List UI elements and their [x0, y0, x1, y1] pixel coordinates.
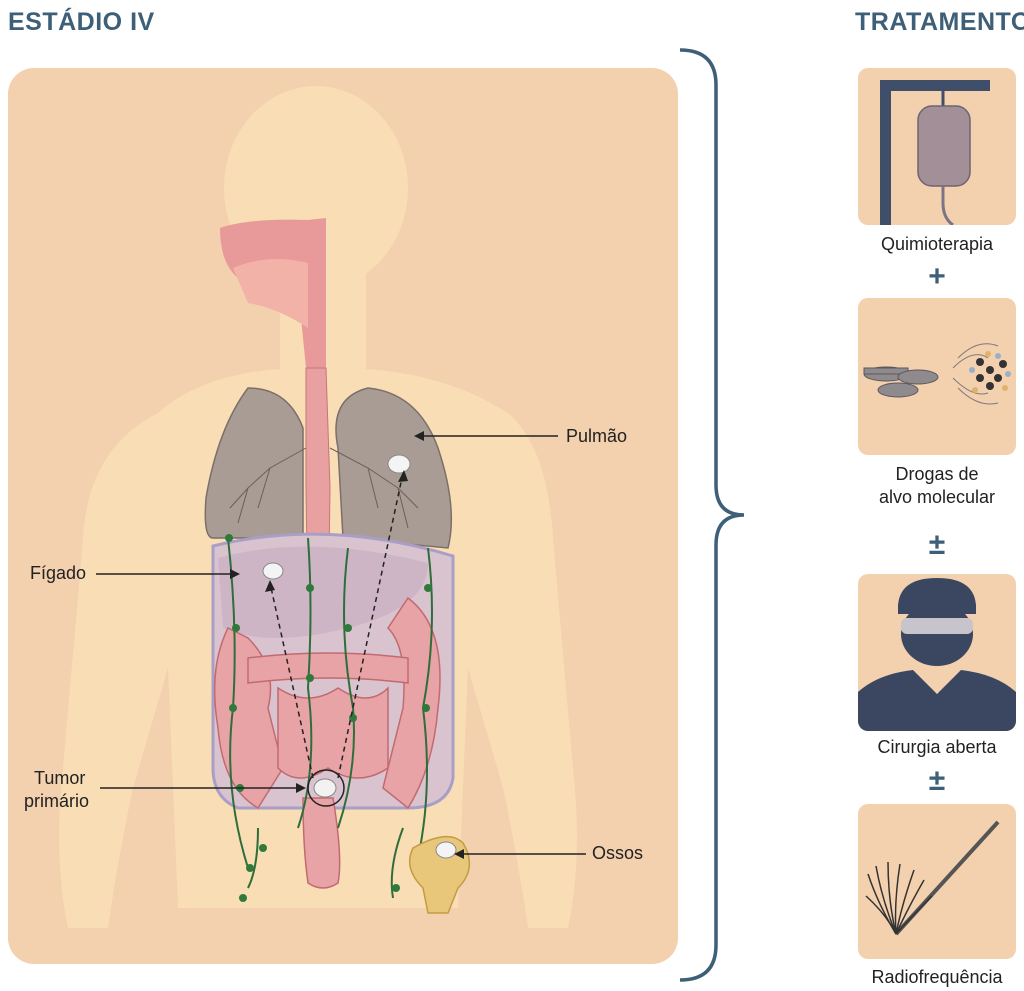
iv-drip-icon: [880, 80, 990, 225]
operator-plusminus-2: ±: [928, 764, 946, 797]
radiofrequency-needle-icon: [865, 820, 1000, 936]
pelvic-bone: [408, 835, 471, 914]
intestines: [213, 596, 441, 889]
label-lung: Pulmão: [566, 426, 628, 446]
bronchi: [229, 447, 419, 529]
operator-plusminus-1: ±: [928, 528, 946, 561]
radiofrequency-box: [858, 804, 1016, 959]
treatment-title: TRATAMENTO: [855, 8, 1024, 36]
label-primary-tumor-line2: primário: [24, 791, 90, 811]
chemotherapy-box: [858, 68, 1016, 225]
anatomy-panel: [8, 68, 678, 964]
treatment-label-chemotherapy: Quimioterapia: [880, 234, 994, 254]
label-primary-tumor-line1: Tumor: [34, 768, 86, 788]
pills-molecule-icon: [863, 343, 1011, 405]
stage-title: ESTÁDIO IV: [8, 8, 155, 36]
label-bones: Ossos: [592, 843, 644, 863]
body-illustration: [59, 86, 586, 928]
head-interior: [220, 218, 326, 368]
treatment-label-targeted-drugs-line1: Drogas de: [895, 464, 979, 484]
treatment-label-open-surgery: Cirurgia aberta: [877, 737, 997, 757]
spread-arrowheads: [265, 470, 408, 592]
metastases: [262, 454, 457, 859]
treatment-label-radiofrequency: Radiofrequência: [871, 967, 1003, 987]
targeted-drugs-box: [858, 298, 1016, 455]
treatment-label-targeted-drugs-line2: alvo molecular: [878, 487, 996, 507]
label-arrowheads: [230, 431, 464, 859]
label-pointers: [96, 435, 586, 855]
surgeon-icon: [858, 578, 1016, 731]
primary-tumor: [307, 769, 345, 807]
curly-brace: [679, 48, 745, 982]
spread-arrows: [269, 472, 404, 779]
operator-plus: +: [928, 260, 946, 293]
label-liver: Fígado: [30, 563, 87, 583]
open-surgery-box: [858, 574, 1016, 731]
